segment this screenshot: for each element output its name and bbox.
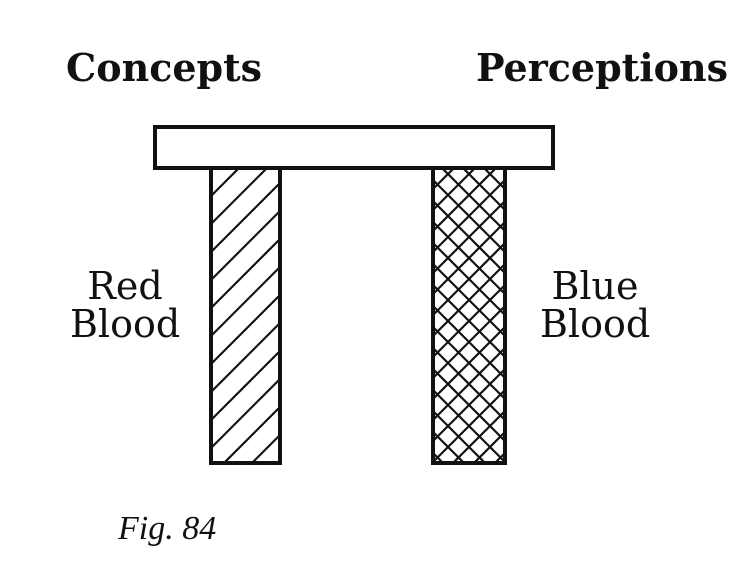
cross-hatch-line	[433, 326, 505, 400]
perceptions-label: Perceptions	[476, 45, 728, 90]
cross-hatch-line	[461, 168, 505, 211]
diagonal-hatch-line	[211, 168, 269, 225]
cross-hatch-line	[433, 516, 505, 571]
red-blood-label-line-1: Red	[87, 264, 163, 308]
diagonal-hatch-line	[211, 168, 241, 197]
diagonal-hatch-line	[211, 182, 280, 253]
cross-hatch-line	[433, 200, 505, 274]
cross-hatch-line	[433, 516, 505, 571]
cross-hatch-line	[433, 431, 466, 463]
diagonal-hatch-line	[211, 266, 280, 337]
cross-hatch-line	[433, 347, 505, 421]
cross-hatch-line	[433, 495, 505, 567]
cross-hatch-line	[433, 179, 505, 253]
cross-hatch-line	[433, 242, 505, 316]
diagonal-hatch-line	[211, 378, 280, 449]
diagonal-hatch-line	[278, 462, 280, 463]
cross-hatch-line	[433, 284, 505, 358]
diagonal-hatch-line	[250, 434, 280, 463]
left-pillar	[209, 166, 282, 571]
cross-hatch-line	[433, 495, 505, 567]
diagonal-hatch-line	[211, 238, 280, 309]
diagonal-hatch-line	[211, 294, 280, 365]
diagonal-hatch-line	[222, 406, 280, 463]
figure-caption: Fig. 84	[118, 510, 217, 547]
cross-hatch-line	[433, 474, 505, 546]
diagonal-hatch-line	[211, 491, 280, 560]
diagonal-hatch-line	[211, 350, 280, 421]
cross-hatch-line	[482, 168, 505, 190]
cross-hatch-line	[433, 410, 487, 463]
cross-hatch-line	[472, 431, 505, 463]
diagonal-hatch-line	[211, 322, 280, 393]
blue-blood-label-line-1: Blue	[551, 264, 639, 308]
cross-hatch-line	[433, 168, 456, 190]
tabletop-bar	[153, 125, 555, 170]
cross-hatch-line	[433, 305, 505, 379]
blue-blood-label-line-2: Blood	[540, 302, 651, 346]
cross-hatch-line	[433, 221, 505, 295]
concepts-label: Concepts	[66, 45, 263, 90]
cross-hatch-line	[433, 389, 505, 463]
diagonal-hatch-line	[211, 210, 280, 281]
cross-hatch-line	[433, 263, 505, 337]
right-pillar	[431, 166, 507, 571]
cross-hatch-line	[433, 474, 505, 546]
diagonal-hatch-line	[211, 519, 280, 571]
blue-blood-label: Blue Blood	[540, 267, 650, 343]
red-blood-label-line-2: Blood	[70, 302, 181, 346]
cross-hatch-line	[433, 368, 505, 442]
red-blood-label: Red Blood	[70, 267, 180, 343]
cross-hatch-line	[440, 168, 505, 232]
